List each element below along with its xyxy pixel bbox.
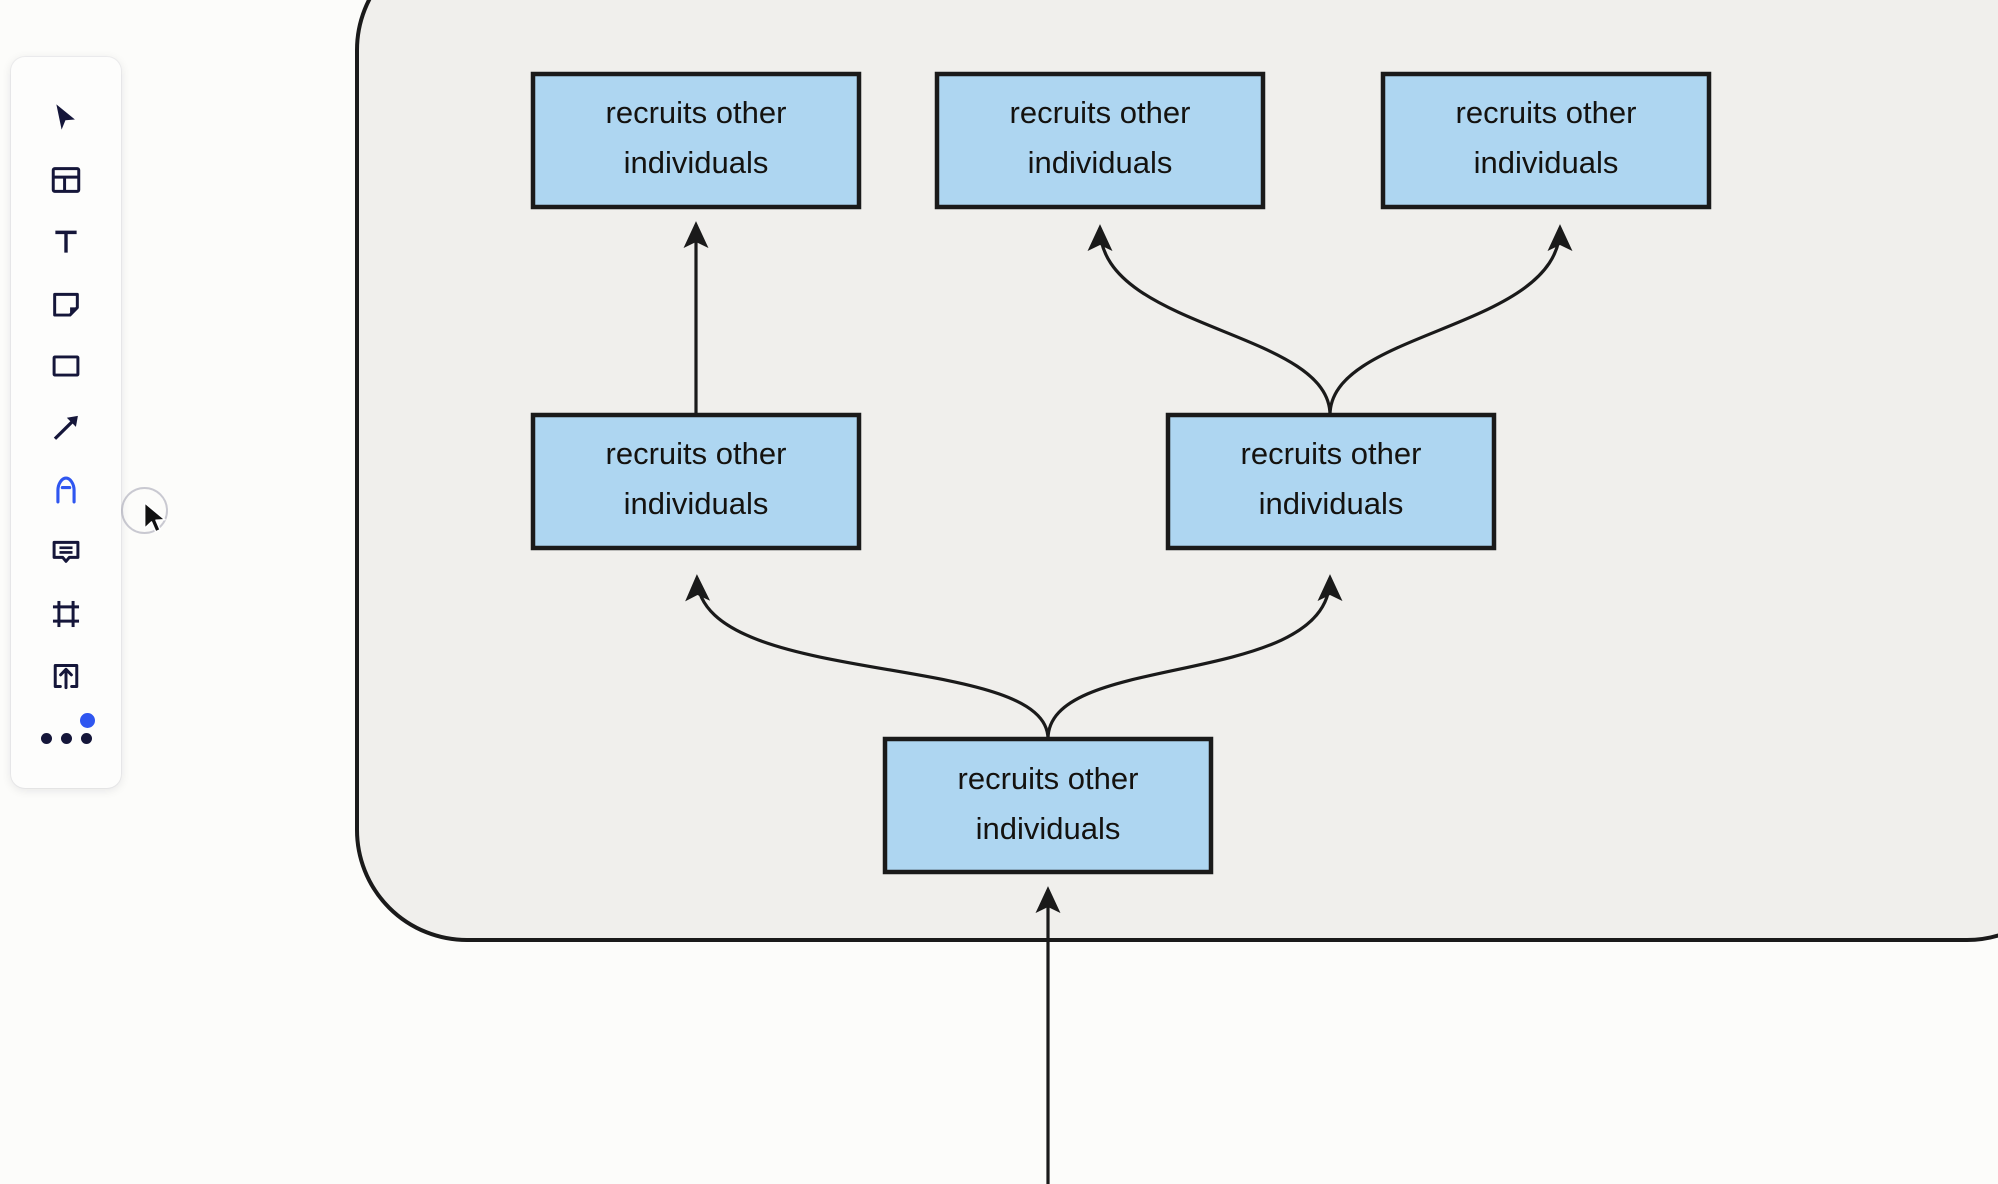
cursor-arrow-icon bbox=[56, 104, 75, 130]
node-n4-label-line1: recruits other bbox=[606, 436, 787, 471]
left-toolbar[interactable] bbox=[11, 57, 121, 788]
node-n6-label-line2: individuals bbox=[976, 811, 1121, 846]
connector-tool[interactable] bbox=[29, 397, 103, 459]
node-n2-label-line1: recruits other bbox=[1010, 95, 1191, 130]
node-layer: recruits other individuals recruits othe… bbox=[530, 71, 1712, 875]
node-n2-label-line2: individuals bbox=[1028, 145, 1173, 180]
node-n4[interactable]: recruits other individuals bbox=[530, 412, 862, 551]
node-n6[interactable]: recruits other individuals bbox=[882, 736, 1214, 875]
node-n5-label-line1: recruits other bbox=[1241, 436, 1422, 471]
edge-n5-n3[interactable] bbox=[1328, 224, 1573, 416]
frame-crop-tool[interactable] bbox=[29, 583, 103, 645]
comment-icon bbox=[52, 540, 80, 563]
more-tools[interactable] bbox=[29, 707, 103, 769]
upload-box-icon bbox=[53, 664, 79, 690]
node-n3-label-line2: individuals bbox=[1474, 145, 1619, 180]
edge-layer bbox=[683, 221, 1573, 1184]
text-icon bbox=[55, 230, 77, 253]
upload-tool[interactable] bbox=[29, 645, 103, 707]
node-n1-label-line1: recruits other bbox=[606, 95, 787, 130]
node-n3-shape[interactable] bbox=[1380, 71, 1712, 210]
select-tool[interactable] bbox=[29, 87, 103, 149]
comment-tool[interactable] bbox=[29, 521, 103, 583]
sticky-note-icon bbox=[53, 292, 79, 317]
ellipsis-icon bbox=[40, 732, 92, 744]
node-n5-label-line2: individuals bbox=[1259, 486, 1404, 521]
node-n5[interactable]: recruits other individuals bbox=[1165, 412, 1497, 551]
node-n1[interactable]: recruits other individuals bbox=[530, 71, 862, 210]
edge-n6-n4[interactable] bbox=[685, 574, 1050, 740]
pen-icon bbox=[56, 476, 76, 504]
edge-n5-n2[interactable] bbox=[1087, 224, 1332, 416]
node-n5-shape[interactable] bbox=[1165, 412, 1497, 551]
frame-tool[interactable] bbox=[29, 149, 103, 211]
node-n3-label-line1: recruits other bbox=[1456, 95, 1637, 130]
node-n4-shape[interactable] bbox=[530, 412, 862, 551]
text-tool[interactable] bbox=[29, 211, 103, 273]
node-n1-label-line2: individuals bbox=[624, 145, 769, 180]
frame-icon bbox=[52, 600, 80, 628]
rectangle-icon bbox=[52, 355, 80, 377]
arrow-up-right-icon bbox=[53, 415, 78, 440]
notification-badge-dot bbox=[80, 713, 95, 728]
node-n2-shape[interactable] bbox=[934, 71, 1266, 210]
node-n3[interactable]: recruits other individuals bbox=[1380, 71, 1712, 210]
shape-tool[interactable] bbox=[29, 335, 103, 397]
node-n6-shape[interactable] bbox=[882, 736, 1214, 875]
node-n4-label-line2: individuals bbox=[624, 486, 769, 521]
node-n1-shape[interactable] bbox=[530, 71, 862, 210]
layout-template-icon bbox=[51, 167, 81, 193]
node-n2[interactable]: recruits other individuals bbox=[934, 71, 1266, 210]
note-tool[interactable] bbox=[29, 273, 103, 335]
node-n6-label-line1: recruits other bbox=[958, 761, 1139, 796]
edge-n6-n5[interactable] bbox=[1046, 574, 1343, 740]
pen-tool[interactable] bbox=[29, 459, 103, 521]
